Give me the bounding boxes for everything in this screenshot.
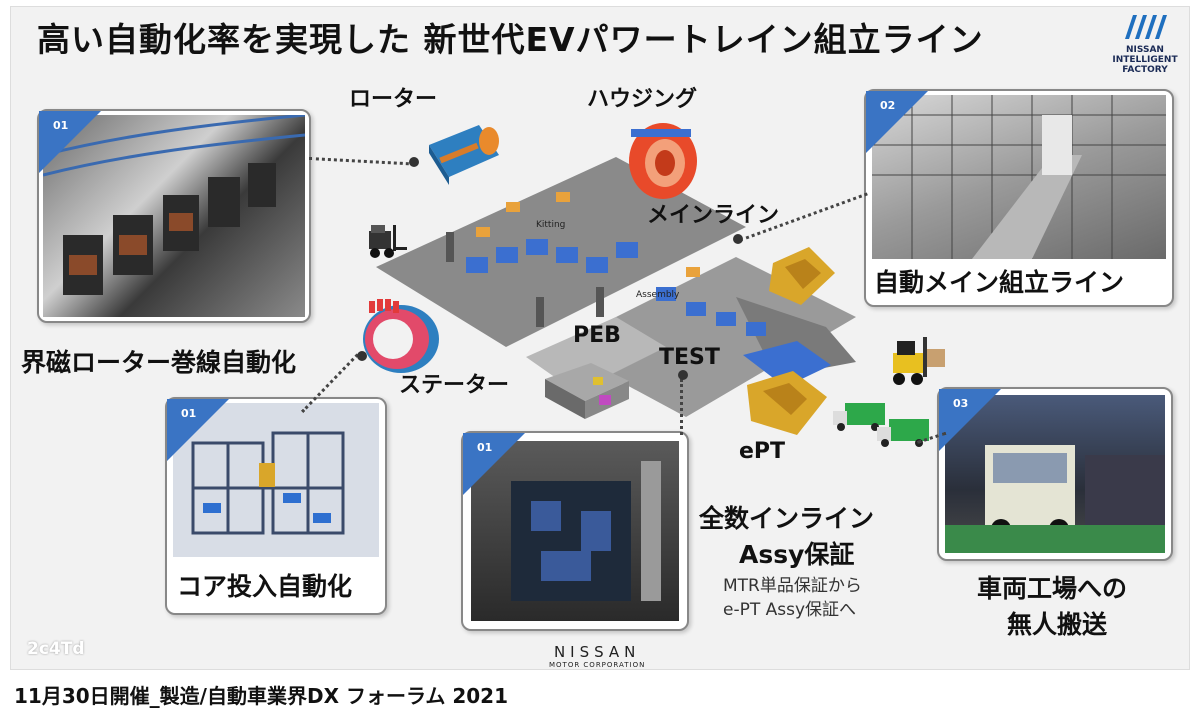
leader-dot-stator: [357, 351, 367, 361]
nissan-wordmark: NISSAN: [553, 643, 641, 661]
transport-caption-line-2: 無人搬送: [1007, 610, 1108, 639]
core-insert-caption: コア投入自動化: [177, 572, 353, 601]
badge-number: 01: [53, 119, 69, 132]
nissan-brand: NISSAN MOTOR CORPORATION: [549, 643, 645, 669]
kitting-label: Kitting: [536, 220, 565, 230]
leader-test: [680, 379, 683, 435]
ept-assembly-icon: [743, 341, 831, 435]
rotor-winding-photo: [43, 115, 305, 317]
slide: 高い自動化率を実現した 新世代EVパワートレイン組立ライン NISSAN INT…: [10, 6, 1190, 670]
assy-heading-line-2: Assy保証: [739, 540, 855, 569]
nissan-tagline: MOTOR CORPORATION: [549, 661, 646, 669]
nissan-intelligent-factory-logo: NISSAN INTELLIGENT FACTORY: [1105, 11, 1185, 75]
leader-dot-main: [733, 234, 743, 244]
card-badge: 01: [39, 111, 101, 173]
badge-number: 01: [181, 407, 197, 420]
rotor-icon: [429, 125, 499, 185]
transport-card: 03: [937, 387, 1173, 561]
main-assembly-caption: 自動メイン組立ライン: [874, 268, 1125, 297]
card-badge: 01: [167, 399, 229, 461]
forklift-right-icon: [893, 337, 945, 385]
peb-unit-icon: [545, 363, 629, 419]
housing-label: ハウジング: [587, 87, 698, 112]
factory-logo-icon: [1125, 15, 1167, 39]
main-line-label: メインライン: [647, 203, 780, 228]
slide-title: 高い自動化率を実現した 新世代EVパワートレイン組立ライン: [37, 20, 984, 59]
transport-photo: [945, 395, 1165, 553]
ept-part-icon-top: [769, 247, 835, 305]
delivery-trucks-icon: [833, 403, 929, 447]
leader-dot-rotor: [409, 157, 419, 167]
assy-heading-line-1: 全数インライン: [699, 504, 875, 533]
card-badge: 01: [463, 433, 525, 495]
core-insert-photo: [173, 403, 379, 557]
factory-floor-illustration: Kitting Assembly: [376, 157, 856, 417]
transport-caption-line-1: 車両工場への: [977, 574, 1128, 603]
logo-line-2: INTELLIGENT: [1112, 55, 1178, 65]
ept-label: ePT: [739, 439, 786, 464]
inline-test-card: 01: [461, 431, 689, 631]
logo-line-1: NISSAN: [1126, 45, 1164, 55]
badge-number: 02: [880, 99, 896, 112]
core-insert-card: 01 コア投入自動化: [165, 397, 387, 615]
badge-number: 03: [953, 397, 969, 410]
rotor-winding-card: 01: [37, 109, 311, 323]
card-badge: 02: [866, 91, 928, 153]
main-assembly-photo: [872, 95, 1166, 259]
main-assembly-card: 02 自動メイン組立ライン: [864, 89, 1174, 307]
test-label: TEST: [659, 345, 720, 370]
logo-line-3: FACTORY: [1122, 65, 1168, 75]
assy-sub-line-1: MTR単品保証から: [723, 576, 862, 596]
rotor-winding-caption: 界磁ローター巻線自動化: [21, 348, 297, 377]
assembly-label: Assembly: [636, 290, 680, 300]
card-badge: 03: [939, 389, 1001, 451]
inline-test-photo: [471, 441, 679, 621]
assy-sub-line-2: e-PT Assy保証へ: [723, 600, 857, 620]
stator-label: ステーター: [399, 373, 510, 398]
forklift-icon: [369, 225, 407, 258]
housing-icon: [629, 123, 697, 199]
peb-label: PEB: [573, 323, 621, 348]
rotor-label: ローター: [349, 87, 438, 112]
leader-dot-test: [678, 370, 688, 380]
badge-number: 01: [477, 441, 493, 454]
footer-event-title: 11月30日開催_製造/自動車業界DX フォーラム 2021: [14, 684, 508, 708]
stator-icon: [363, 299, 439, 373]
watermark: 2c4Td: [27, 639, 85, 659]
